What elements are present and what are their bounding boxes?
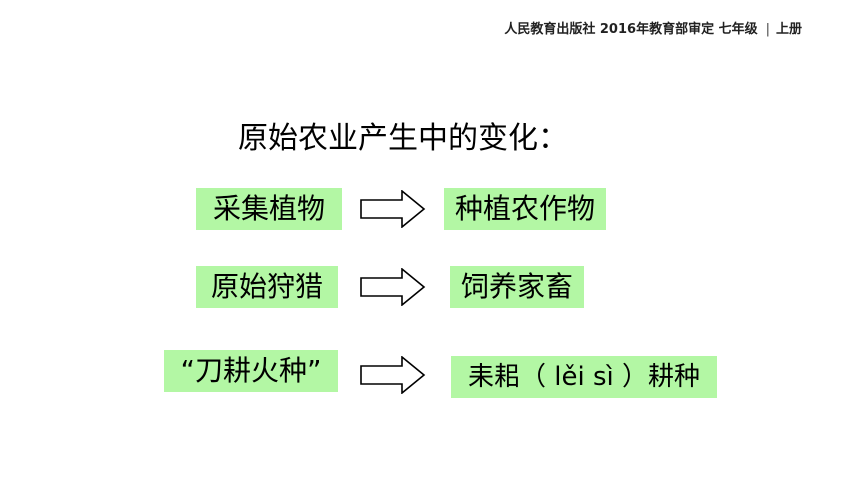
change-to-box-2: 饲养家畜: [450, 266, 584, 308]
change-from-box-3: “刀耕火种”: [164, 350, 338, 392]
change-to-label-1: 种植农作物: [454, 192, 595, 225]
publisher-text: 人民教育出版社 2016年教育部审定 七年级: [504, 22, 758, 37]
change-from-label-2: 原始狩猎: [210, 270, 323, 303]
change-to-label-2: 饲养家畜: [460, 270, 573, 303]
slide-title: 原始农业产生中的变化：: [238, 121, 568, 156]
right-arrow-icon: [360, 190, 426, 228]
change-to-label-3: 耒耜（ lěi sì ）耕种: [467, 362, 700, 392]
change-from-box-1: 采集植物: [196, 188, 342, 230]
slide-header: 人民教育出版社 2016年教育部审定 七年级 | 上册: [504, 20, 802, 40]
change-from-label-3: “刀耕火种”: [180, 354, 322, 387]
change-to-box-1: 种植农作物: [444, 188, 606, 230]
volume-label: 上册: [775, 22, 802, 37]
right-arrow-icon: [360, 356, 426, 394]
header-separator: |: [765, 22, 770, 37]
right-arrow-icon: [360, 268, 426, 306]
change-from-box-2: 原始狩猎: [196, 266, 338, 308]
change-to-box-3: 耒耜（ lěi sì ）耕种: [451, 356, 717, 398]
change-from-label-1: 采集植物: [212, 192, 325, 225]
